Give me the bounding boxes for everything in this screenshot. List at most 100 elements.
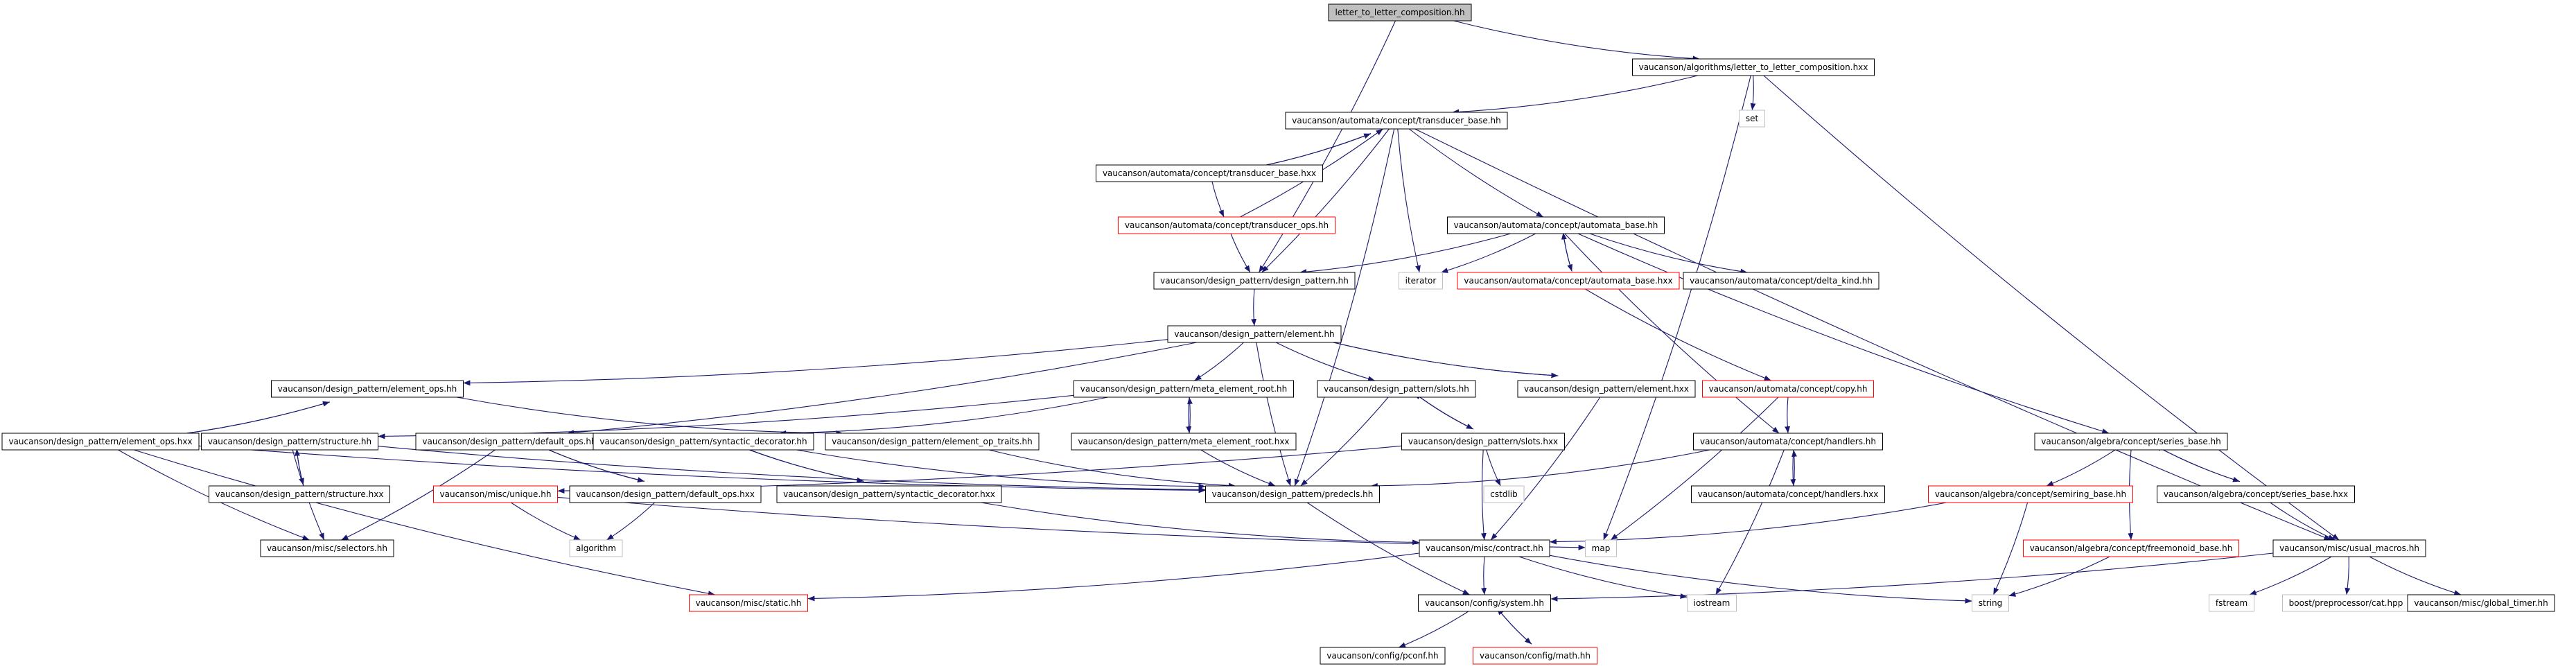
node-box — [1473, 647, 1597, 665]
node-pconf[interactable]: vaucanson/config/pconf.hh — [1320, 647, 1446, 665]
edge-sdec-hxx-to-sdec-hh — [737, 444, 864, 482]
node-dp-hh[interactable]: vaucanson/design_pattern/design_pattern.… — [1153, 272, 1356, 290]
node-label: vaucanson/algebra/concept/series_base.hh — [2041, 437, 2221, 446]
node-box — [1457, 272, 1680, 290]
node-cstdlib: cstdlib — [1483, 485, 1525, 503]
node-sb-hh[interactable]: vaucanson/algebra/concept/series_base.hh — [2034, 433, 2228, 451]
node-box — [1285, 112, 1508, 130]
node-tb-hxx[interactable]: vaucanson/automata/concept/transducer_ba… — [1096, 164, 1323, 182]
node-label: vaucanson/design_pattern/default_ops.hxx — [576, 489, 755, 499]
node-hand-hh[interactable]: vaucanson/automata/concept/handlers.hh — [1693, 433, 1883, 451]
edge-struct-hh-to-predecls — [378, 446, 1206, 493]
node-label: string — [1979, 598, 2002, 608]
node-box — [1074, 380, 1294, 398]
node-system-hh[interactable]: vaucanson/config/system.hh — [1418, 594, 1551, 612]
node-label: vaucanson/design_pattern/syntactic_decor… — [783, 489, 995, 499]
node-elem-hh[interactable]: vaucanson/design_pattern/element.hh — [1167, 325, 1342, 343]
edge-math-hh-to-system-hh — [1496, 607, 1532, 645]
node-label: boost/preprocessor/cat.hpp — [2289, 598, 2403, 608]
node-box — [1972, 594, 2009, 612]
node-usual-macros[interactable]: vaucanson/misc/usual_macros.hh — [2272, 539, 2426, 557]
node-gtimer[interactable]: vaucanson/misc/global_timer.hh — [2407, 594, 2555, 612]
node-box — [2272, 539, 2426, 557]
edge-eot-hh-to-predecls — [988, 449, 1236, 489]
node-hand-hxx[interactable]: vaucanson/automata/concept/handlers.hxx — [1691, 485, 1885, 503]
node-contract[interactable]: vaucanson/misc/contract.hh — [1419, 539, 1550, 557]
node-box — [271, 380, 464, 398]
node-ab-hxx[interactable]: vaucanson/automata/concept/automata_base… — [1457, 272, 1680, 290]
edge-copy-hh-to-map — [1610, 397, 1779, 541]
node-iterator: iterator — [1399, 272, 1443, 290]
node-box — [1483, 485, 1525, 503]
node-unique-hh[interactable]: vaucanson/misc/unique.hh — [433, 485, 558, 503]
node-box — [1328, 3, 1472, 21]
node-eops-hh[interactable]: vaucanson/design_pattern/element_ops.hh — [271, 380, 464, 398]
edge-predecls-to-system-hh — [1306, 502, 1471, 595]
node-freemonoid[interactable]: vaucanson/algebra/concept/freemonoid_bas… — [2023, 539, 2239, 557]
node-tb-hh[interactable]: vaucanson/automata/concept/transducer_ba… — [1285, 112, 1508, 130]
edge-unique-hh-to-algorithm — [510, 502, 581, 541]
edge-contract-to-iostream — [1518, 556, 1688, 599]
node-struct-hh[interactable]: vaucanson/design_pattern/structure.hh — [201, 433, 378, 451]
edge-dops-hh-to-selectors — [341, 449, 496, 541]
node-math-hh[interactable]: vaucanson/config/math.hh — [1473, 647, 1597, 665]
node-sb-hxx[interactable]: vaucanson/algebra/concept/series_base.hx… — [2157, 485, 2355, 503]
edge-l2l-hxx-to-set — [1750, 75, 1756, 111]
node-delta[interactable]: vaucanson/automata/concept/delta_kind.hh — [1683, 272, 1880, 290]
node-eot-hh[interactable]: vaucanson/design_pattern/element_op_trai… — [825, 433, 1040, 451]
node-label: vaucanson/design_pattern/meta_element_ro… — [1078, 437, 1289, 446]
node-label: vaucanson/automata/concept/handlers.hh — [1700, 437, 1876, 446]
node-algorithm: algorithm — [569, 539, 623, 557]
edge-tb-hh-to-iterator — [1397, 128, 1421, 273]
node-l2l-hxx[interactable]: vaucanson/algorithms/letter_to_letter_co… — [1632, 58, 1875, 76]
node-label: vaucanson/automata/concept/transducer_ba… — [1292, 116, 1501, 125]
node-root[interactable]: letter_to_letter_composition.hh — [1328, 3, 1472, 21]
node-box — [1118, 216, 1335, 234]
edge-slots-hxx-to-slots-hh — [1414, 392, 1474, 430]
edge-tb-hxx-to-tb-hh — [1243, 133, 1372, 171]
node-label: vaucanson/misc/usual_macros.hh — [2279, 543, 2419, 553]
node-box — [593, 433, 814, 451]
node-elem-hxx[interactable]: vaucanson/design_pattern/element.hxx — [1517, 380, 1696, 398]
node-tops-hh[interactable]: vaucanson/automata/concept/transducer_op… — [1118, 216, 1335, 234]
edge-l2l-hxx-to-tb-hh — [1452, 75, 1698, 115]
edge-semiring-to-string — [1992, 502, 2029, 595]
edge-eops-hxx-to-static-hh — [134, 449, 715, 597]
node-slots-hxx[interactable]: vaucanson/design_pattern/slots.hxx — [1401, 433, 1565, 451]
node-sdec-hh[interactable]: vaucanson/design_pattern/syntactic_decor… — [593, 433, 814, 451]
node-box — [776, 485, 1002, 503]
node-selectors[interactable]: vaucanson/misc/selectors.hh — [260, 539, 394, 557]
node-label: vaucanson/misc/unique.hh — [440, 489, 552, 499]
node-struct-hxx[interactable]: vaucanson/design_pattern/structure.hxx — [209, 485, 390, 503]
node-box — [1419, 539, 1550, 557]
node-eops-hxx[interactable]: vaucanson/design_pattern/element_ops.hxx — [1, 433, 200, 451]
node-label: vaucanson/algebra/concept/series_base.hx… — [2164, 489, 2348, 499]
node-ab-hh[interactable]: vaucanson/automata/concept/automata_base… — [1447, 216, 1665, 234]
node-dops-hxx[interactable]: vaucanson/design_pattern/default_ops.hxx — [569, 485, 762, 503]
node-box — [2209, 594, 2254, 612]
node-label: vaucanson/design_pattern/element.hh — [1174, 329, 1334, 339]
node-box — [1399, 272, 1443, 290]
edge-tops-hh-to-dp-hh — [1230, 233, 1251, 273]
node-label: vaucanson/algebra/concept/semiring_base.… — [1935, 489, 2126, 499]
node-dops-hh[interactable]: vaucanson/design_pattern/default_ops.hh — [415, 433, 604, 451]
node-map: map — [1585, 539, 1617, 557]
node-mer-hh[interactable]: vaucanson/design_pattern/meta_element_ro… — [1074, 380, 1294, 398]
node-mer-hxx[interactable]: vaucanson/design_pattern/meta_element_ro… — [1071, 433, 1297, 451]
node-predecls[interactable]: vaucanson/design_pattern/predecls.hh — [1205, 485, 1380, 503]
node-slots-hh[interactable]: vaucanson/design_pattern/slots.hh — [1317, 380, 1476, 398]
node-label: letter_to_letter_composition.hh — [1335, 8, 1464, 17]
node-sdec-hxx[interactable]: vaucanson/design_pattern/syntactic_decor… — [776, 485, 1002, 503]
edge-eops-hxx-to-eops-hh — [148, 401, 330, 439]
node-box — [569, 485, 762, 503]
node-label: vaucanson/automata/concept/handlers.hxx — [1698, 489, 1879, 499]
edge-hand-hh-to-iostream — [1715, 449, 1785, 595]
edge-elem-hh-to-elem-hxx — [1313, 337, 1559, 378]
node-static-hh[interactable]: vaucanson/misc/static.hh — [689, 594, 808, 612]
node-semiring[interactable]: vaucanson/algebra/concept/semiring_base.… — [1928, 485, 2133, 503]
node-copy-hh[interactable]: vaucanson/automata/concept/copy.hh — [1702, 380, 1874, 398]
edge-ab-hh-to-hand-hh — [1564, 233, 1780, 434]
node-label: vaucanson/design_pattern/structure.hh — [208, 437, 371, 446]
node-label: vaucanson/design_pattern/element_ops.hxx — [8, 437, 192, 446]
